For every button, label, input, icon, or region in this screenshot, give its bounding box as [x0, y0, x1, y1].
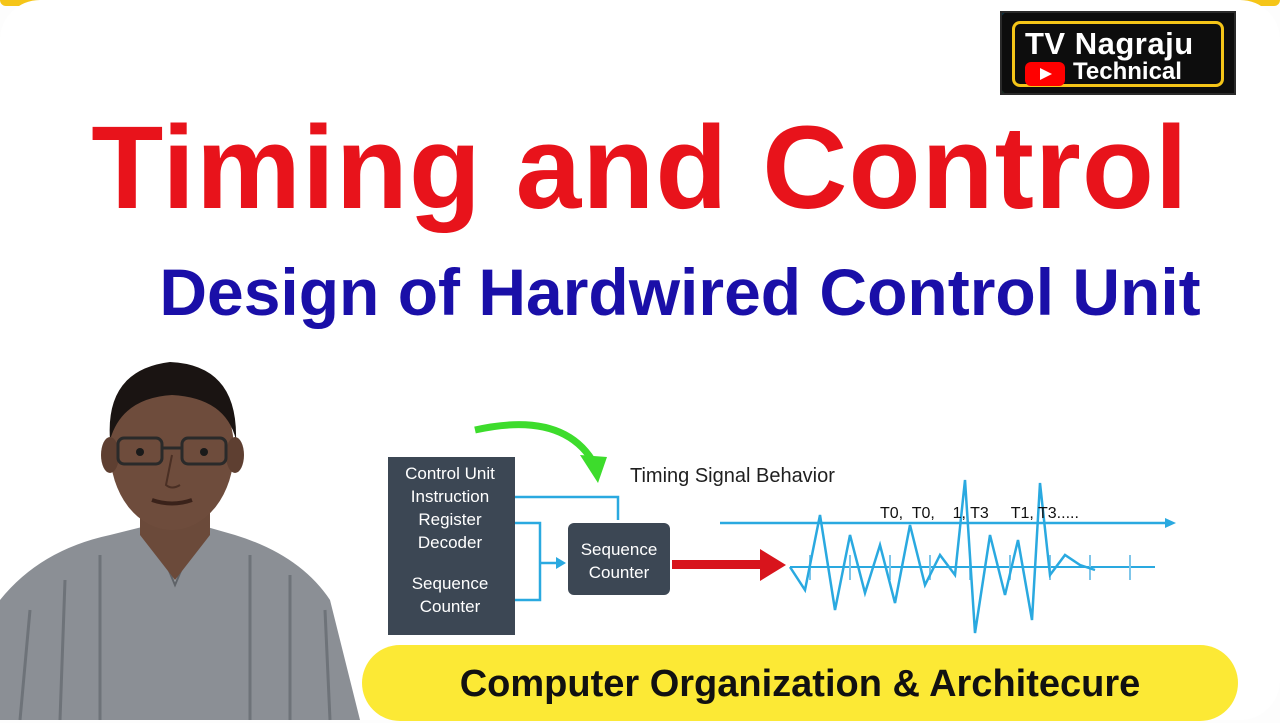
red-arrow-icon	[760, 549, 786, 581]
sequence-counter-box	[568, 523, 670, 595]
channel-subname: Technical	[1073, 58, 1182, 85]
left-box-line-3: Register	[418, 510, 482, 529]
center-box-line-1: Sequence	[581, 540, 658, 559]
left-box-line-5: Sequence	[412, 574, 489, 593]
glasses-icon	[116, 436, 228, 466]
center-box-line-2: Counter	[589, 563, 650, 582]
presenter-hair	[109, 362, 237, 440]
green-arrow-icon	[474, 421, 599, 467]
presenter-face	[110, 370, 234, 530]
logo-frame: TV Nagraju Technical	[1012, 21, 1224, 87]
channel-name: TV Nagraju	[1025, 26, 1194, 61]
control-unit-box	[388, 457, 515, 635]
channel-logo: TV Nagraju Technical	[1000, 11, 1236, 95]
page-subtitle: Design of Hardwired Control Unit	[159, 255, 1201, 329]
page-title: Timing and Control	[91, 102, 1189, 234]
left-box-line-1: Control Unit	[405, 464, 495, 483]
presenter-shirt	[0, 525, 360, 720]
left-box-line-6: Counter	[420, 597, 481, 616]
left-box-line-4: Decoder	[418, 533, 483, 552]
course-badge: Computer Organization & Architecure	[362, 645, 1238, 721]
timing-waveform	[788, 479, 1096, 634]
presenter-photo	[0, 362, 360, 720]
course-label: Computer Organization & Architecure	[459, 663, 1141, 705]
signal-labels: T0, T0, 1, T3 T1, T3.....	[880, 505, 1079, 522]
youtube-play-icon	[1025, 62, 1065, 86]
diagram-heading: Timing Signal Behavior	[630, 465, 835, 487]
timing-diagram: Control Unit Instruction Register Decode…	[350, 415, 1180, 640]
left-box-line-2: Instruction	[411, 487, 489, 506]
